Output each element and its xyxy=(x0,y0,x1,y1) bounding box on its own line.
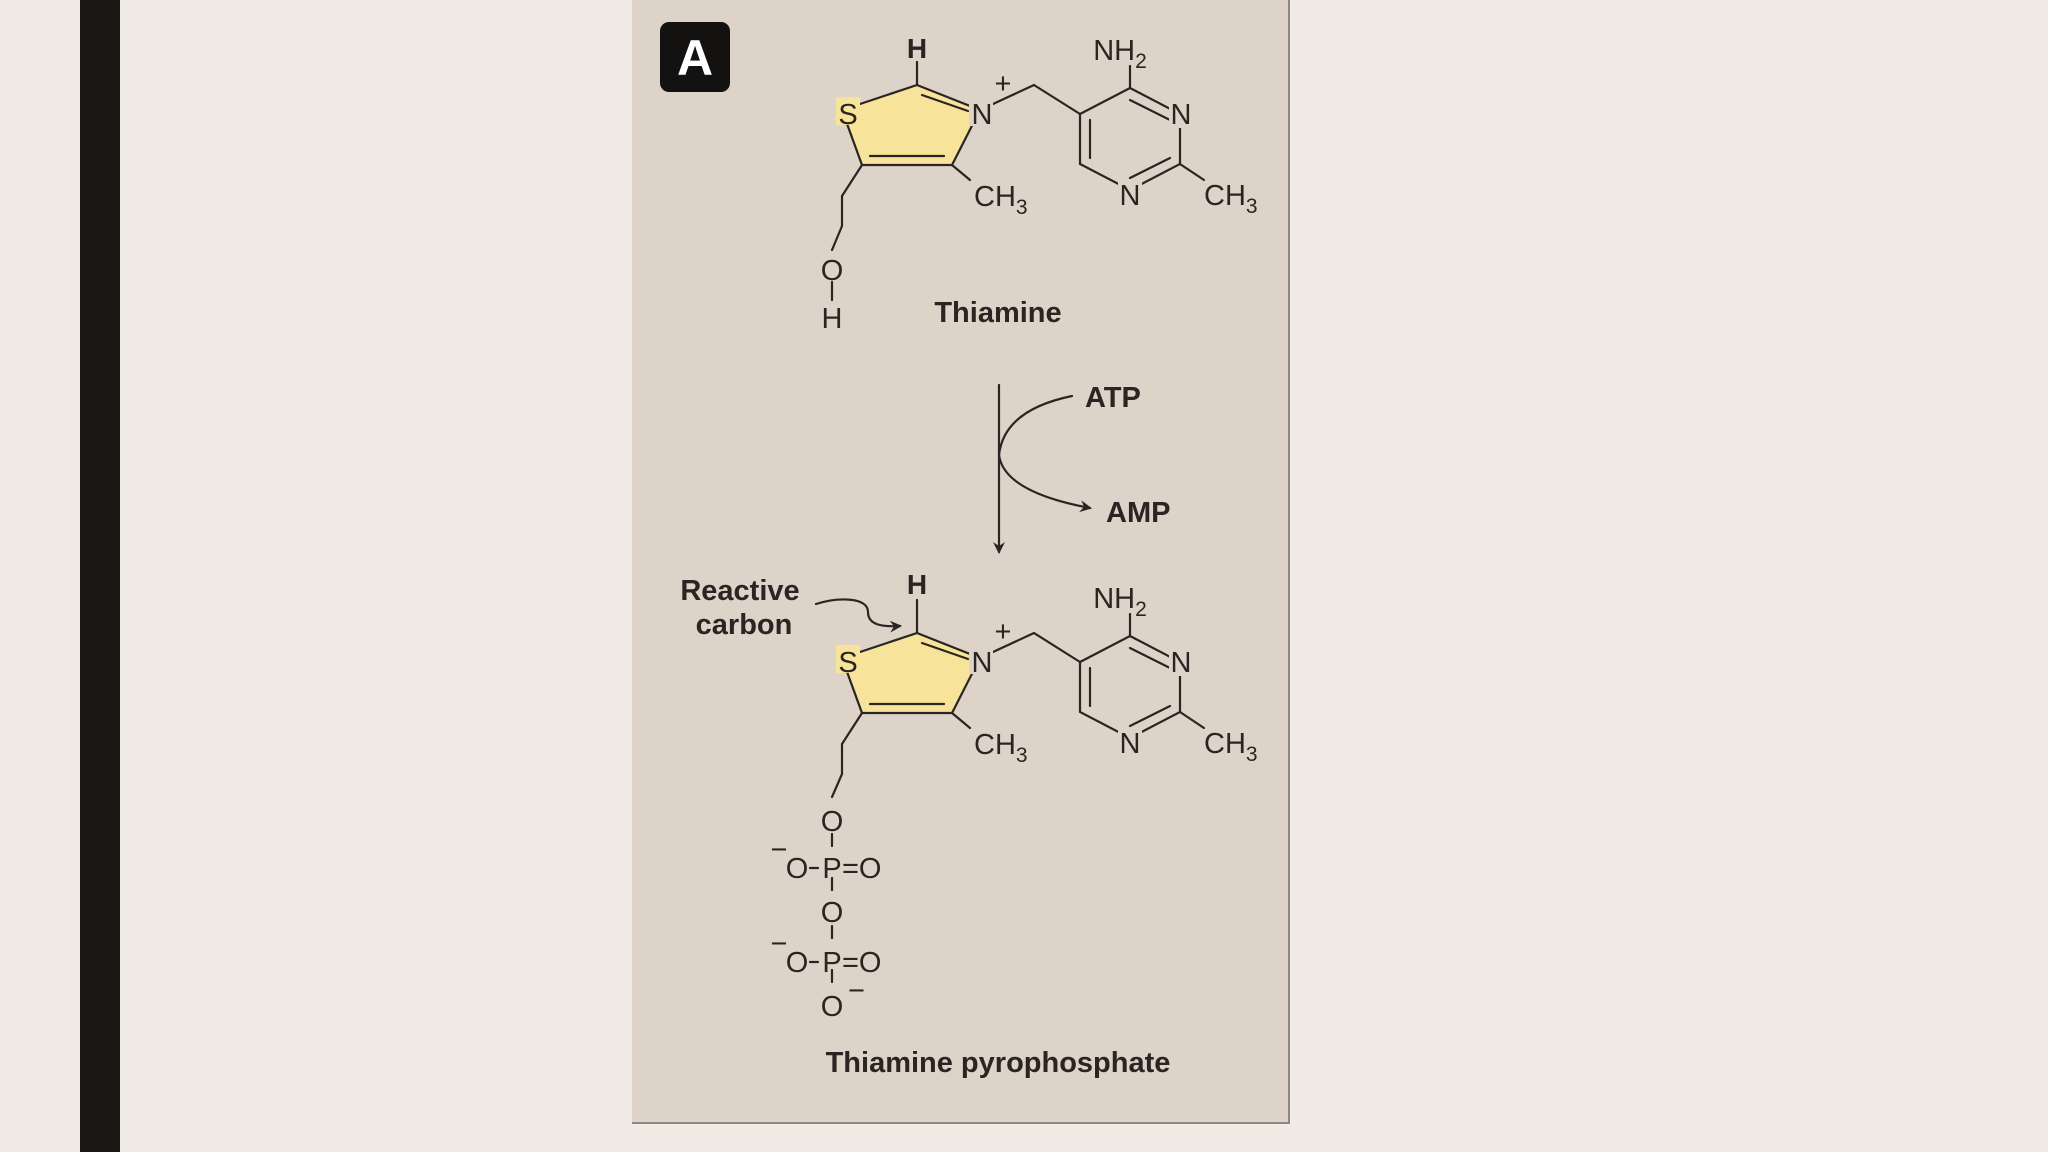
o-end-minus-sign: − xyxy=(848,975,865,1007)
thiamine-n-plus-label: N xyxy=(972,99,993,131)
tpp-name-label: Thiamine pyrophosphate xyxy=(826,1047,1171,1079)
figure-panel: A H S N + CH3 NH2 N N C xyxy=(632,0,1290,1124)
p1-double-o-label: =O xyxy=(842,853,882,885)
thiamine-charge: + xyxy=(995,68,1012,100)
thiamine-s-label: S xyxy=(838,99,857,131)
thiamine-pyrophosphate-structure: Reactive carbon H S N + xyxy=(680,569,1257,1079)
thiamine-h-label: H xyxy=(907,33,927,64)
tpp-n-ring2-label: N xyxy=(1120,728,1141,760)
thiamine-n-ring2-label: N xyxy=(1120,180,1141,212)
atp-label: ATP xyxy=(1085,382,1141,414)
thiamine-oh-h-label: H xyxy=(822,303,843,335)
thiazolium-ring xyxy=(840,83,982,167)
thiamine-n-ring1-label: N xyxy=(1171,99,1192,131)
thiamine-ch3-b-label: CH3 xyxy=(1204,180,1258,218)
tpp-s-label: S xyxy=(838,647,857,679)
p2-double-o-label: =O xyxy=(842,947,882,979)
panel-badge: A xyxy=(660,22,730,92)
p2-minus-sign: − xyxy=(771,928,788,960)
amp-label: AMP xyxy=(1106,497,1170,529)
tpp-o-bridge-label: O xyxy=(821,897,844,929)
thiamine-o-label: O xyxy=(821,255,844,287)
thiamine-structure: H S N + CH3 NH2 N N CH3 O H Thiamine xyxy=(821,33,1258,335)
tpp-ch3-a-label: CH3 xyxy=(974,729,1028,767)
p1-label: P xyxy=(822,853,841,885)
p1-left-o-label: O xyxy=(786,853,809,885)
reaction-arrow: ATP AMP xyxy=(993,382,1170,554)
tpp-o-end-label: O xyxy=(821,991,844,1023)
thiamine-nh2-label: NH2 xyxy=(1093,35,1147,73)
reactive-carbon-callout-line1: Reactive xyxy=(680,575,799,607)
badge-letter: A xyxy=(677,30,713,86)
reactive-carbon-callout-line2: carbon xyxy=(696,609,793,641)
reactive-carbon-arrow xyxy=(814,598,902,633)
tpp-n-plus-label: N xyxy=(972,647,993,679)
p1-minus-sign: − xyxy=(771,834,788,866)
tpp-nh2-label: NH2 xyxy=(1093,583,1147,621)
thiamine-name-label: Thiamine xyxy=(934,297,1061,329)
thiazolium-ring-tpp xyxy=(840,631,982,715)
tpp-n-ring1-label: N xyxy=(1171,647,1192,679)
tpp-charge: + xyxy=(995,616,1012,648)
reaction-diagram: A H S N + CH3 NH2 N N C xyxy=(660,22,1258,1079)
tpp-h-label: H xyxy=(907,569,927,600)
left-dark-bar xyxy=(80,0,120,1152)
tpp-ch3-b-label: CH3 xyxy=(1204,728,1258,766)
thiamine-ch3-a-label: CH3 xyxy=(974,181,1028,219)
p2-label: P xyxy=(822,947,841,979)
p2-left-o-label: O xyxy=(786,947,809,979)
tpp-o-link-label: O xyxy=(821,806,844,838)
